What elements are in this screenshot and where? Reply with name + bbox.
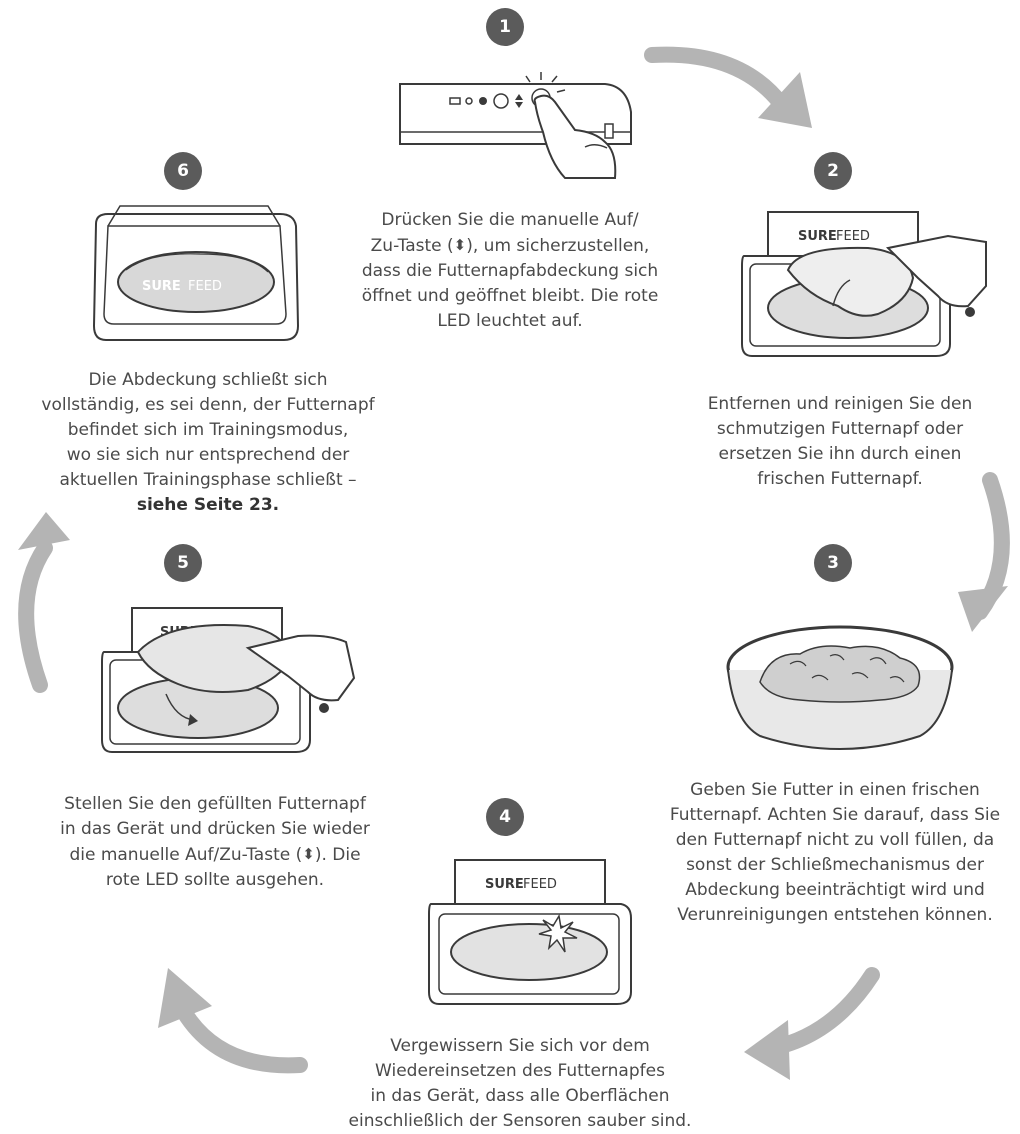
brand-logo: FEED xyxy=(523,877,557,892)
step-3-caption-line: den Futternapf nicht zu voll füllen, da xyxy=(650,828,1020,853)
brand-logo: SURE xyxy=(798,229,837,244)
step-1-badge: 1 xyxy=(486,8,524,46)
step-6-caption-line: Die Abdeckung schließt sich xyxy=(18,368,398,393)
step-3-caption-line: sonst der Schließmechanismus der xyxy=(650,853,1020,878)
step-1-caption-line: LED leuchtet auf. xyxy=(330,309,690,334)
step-5-caption: Stellen Sie den gefüllten Futternapf in … xyxy=(40,792,390,893)
step-2-caption-line: schmutzigen Futternapf oder xyxy=(680,417,1000,442)
step-3-caption-line: Verunreinigungen entstehen können. xyxy=(650,903,1020,928)
step-1-caption-line: dass die Futternapfabdeckung sich xyxy=(330,259,690,284)
step-1-button-press-illustration xyxy=(395,72,645,182)
step-1-caption: Drücken Sie die manuelle Auf/ Zu-Taste (… xyxy=(330,208,690,334)
step-6-badge: 6 xyxy=(164,152,202,190)
step-6-caption-line: wo sie sich nur entsprechend der xyxy=(18,443,398,468)
step-1-caption-line: Zu-Taste (⬍), um sicherzustellen, xyxy=(330,233,690,259)
step-6-caption-line: aktuellen Trainingsphase schließt – xyxy=(18,468,398,493)
step-4-caption-line: einschließlich der Sensoren sauber sind. xyxy=(320,1109,720,1134)
step-3-caption-line: Abdeckung beeinträchtigt wird und xyxy=(650,878,1020,903)
step-3-caption-line: Geben Sie Futter in einen frischen xyxy=(650,778,1020,803)
brand-logo: SURE xyxy=(485,877,524,892)
step-2-caption-line: Entfernen und reinigen Sie den xyxy=(680,392,1000,417)
step-1-caption-line: Drücken Sie die manuelle Auf/ xyxy=(330,208,690,233)
step-6-caption-line: befindet sich im Trainingsmodus, xyxy=(18,418,398,443)
brand-logo: FEED xyxy=(836,229,870,244)
step-4-badge: 4 xyxy=(486,798,524,836)
step-2-caption: Entfernen und reinigen Sie den schmutzig… xyxy=(680,392,1000,492)
step-3-fill-bowl-illustration xyxy=(720,612,960,762)
step-1-caption-text: Zu-Taste ( xyxy=(371,236,454,256)
step-3-caption: Geben Sie Futter in einen frischen Futte… xyxy=(650,778,1020,928)
step-5-caption-line: Stellen Sie den gefüllten Futternapf xyxy=(40,792,390,817)
step-5-caption-line: die manuelle Auf/Zu-Taste (⬍). Die xyxy=(40,842,390,868)
up-down-arrow-icon: ⬍ xyxy=(454,233,467,258)
step-5-caption-text: ). Die xyxy=(315,845,361,865)
step-1-caption-line: öffnet und geöffnet bleibt. Die rote xyxy=(330,284,690,309)
step-4-caption: Vergewissern Sie sich vor dem Wiedereins… xyxy=(320,1034,720,1134)
step-4-caption-line: in das Gerät, dass alle Oberflächen xyxy=(320,1084,720,1109)
brand-logo: FEED xyxy=(188,279,222,294)
step-5-badge: 5 xyxy=(164,544,202,582)
step-6-closed-cover-illustration: SURE FEED xyxy=(90,196,310,356)
step-2-caption-line: frischen Futternapf. xyxy=(680,467,1000,492)
step-6-caption-line: vollständig, es sei denn, der Futternapf xyxy=(18,393,398,418)
step-5-caption-text: die manuelle Auf/Zu-Taste ( xyxy=(69,845,302,865)
step-2-remove-bowl-illustration: SURE FEED xyxy=(738,206,988,366)
step-4-caption-line: Vergewissern Sie sich vor dem xyxy=(320,1034,720,1059)
step-4-caption-line: Wiedereinsetzen des Futternapfes xyxy=(320,1059,720,1084)
step-5-insert-bowl-illustration: SURE FEED xyxy=(98,600,358,770)
step-5-caption-line: rote LED sollte ausgehen. xyxy=(40,868,390,893)
up-down-arrow-icon: ⬍ xyxy=(302,842,315,867)
step-2-caption-line: ersetzen Sie ihn durch einen xyxy=(680,442,1000,467)
step-4-clean-sensors-illustration: SURE FEED xyxy=(425,856,635,1016)
brand-logo: SURE xyxy=(142,279,181,294)
step-2-badge: 2 xyxy=(814,152,852,190)
step-6-caption: Die Abdeckung schließt sich vollständig,… xyxy=(18,368,398,518)
step-3-badge: 3 xyxy=(814,544,852,582)
step-1-caption-text: ), um sicherzustellen, xyxy=(466,236,649,256)
step-5-caption-line: in das Gerät und drücken Sie wieder xyxy=(40,817,390,842)
step-3-caption-line: Futternapf. Achten Sie darauf, dass Sie xyxy=(650,803,1020,828)
step-6-page-reference: siehe Seite 23. xyxy=(18,493,398,518)
